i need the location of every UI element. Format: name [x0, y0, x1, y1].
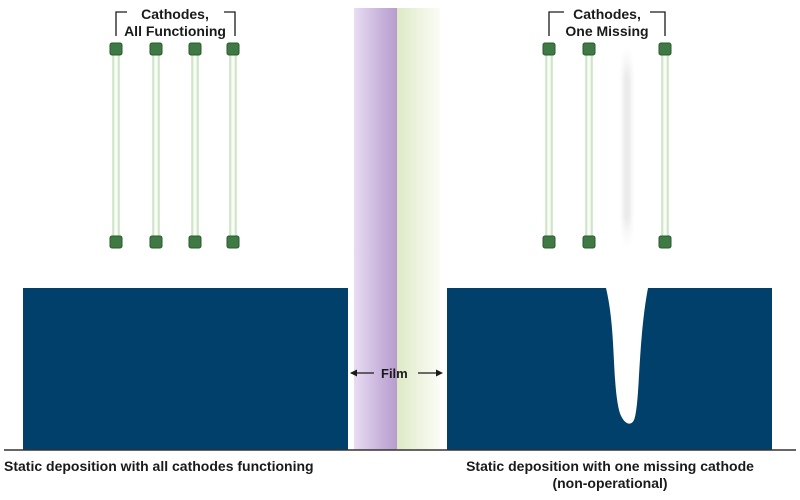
missing-cathode-ghost-icon — [623, 46, 631, 248]
left-bracket-label-line1: Cathodes, — [141, 6, 209, 22]
right-bracket-label-line2: One Missing — [565, 23, 649, 39]
cathode-tube-icon — [149, 42, 163, 249]
left-bracket-label-line2: All Functioning — [124, 23, 226, 39]
film-green-band — [397, 8, 440, 450]
left-caption-line1: Static deposition with all cathodes func… — [4, 458, 314, 474]
right-bracket-label: Cathodes, One Missing — [532, 6, 682, 40]
right-caption-line2: (non-operational) — [552, 475, 668, 491]
right-caption-line1: Static deposition with one missing catho… — [466, 458, 754, 474]
cathode-tube-icon — [582, 42, 596, 249]
left-cathodes — [109, 42, 240, 249]
cathode-tube-icon — [542, 42, 556, 249]
right-bracket — [548, 11, 666, 36]
left-deposition-block — [23, 288, 348, 450]
right-caption: Static deposition with one missing catho… — [440, 458, 780, 492]
cathode-tube-icon — [658, 42, 672, 249]
right-cathodes — [542, 42, 672, 249]
cathode-tube-icon — [226, 42, 240, 249]
left-caption: Static deposition with all cathodes func… — [4, 458, 349, 475]
right-bracket-label-line1: Cathodes, — [573, 6, 641, 22]
left-bracket — [115, 11, 236, 36]
film-purple-band — [354, 8, 397, 450]
left-bracket-label: Cathodes, All Functioning — [100, 6, 250, 40]
cathode-tube-icon — [188, 42, 202, 249]
arrow-right-icon — [418, 369, 443, 377]
film-label: Film — [381, 366, 408, 381]
cathode-tube-icon — [109, 42, 123, 249]
right-deposition-block — [447, 288, 772, 450]
arrow-left-icon — [350, 369, 374, 377]
